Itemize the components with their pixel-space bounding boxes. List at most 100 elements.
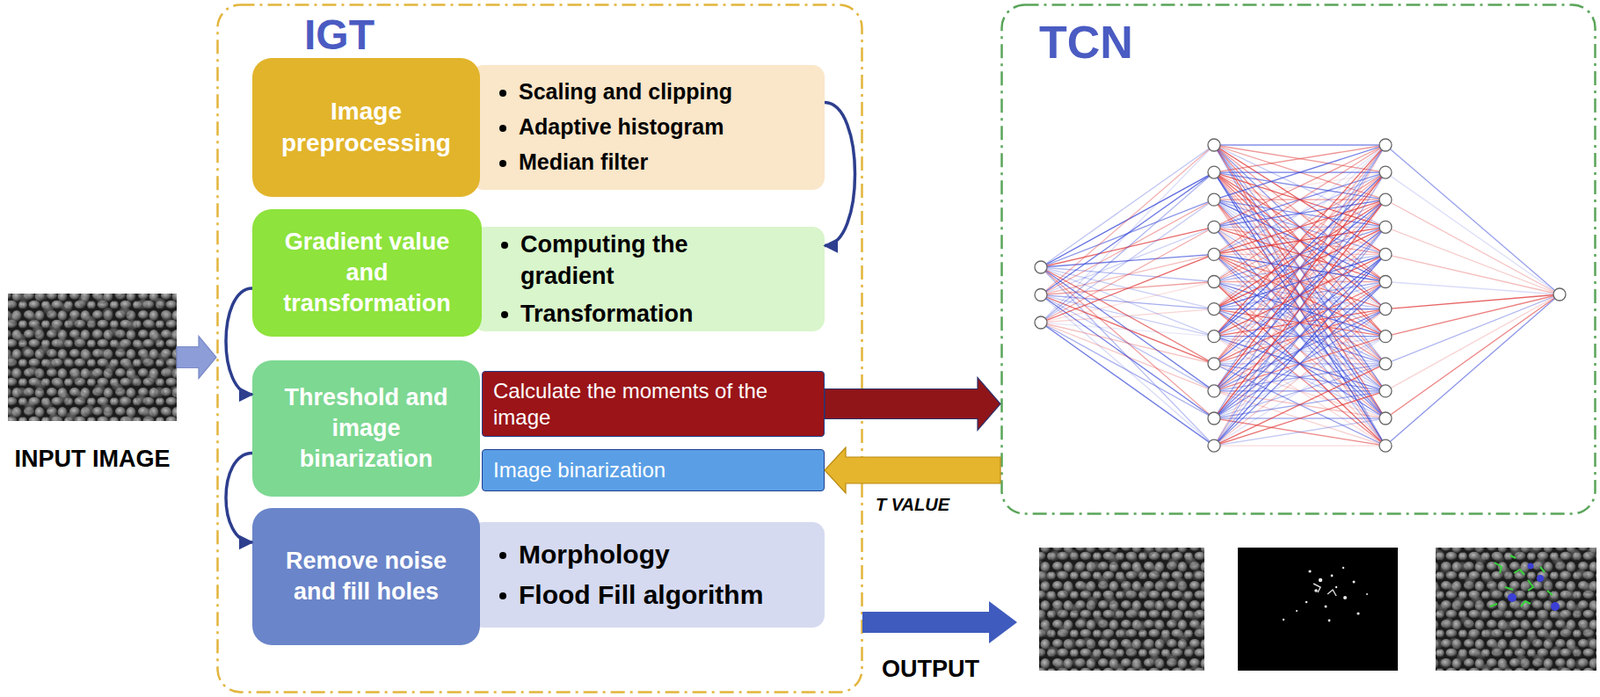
- network-weight: [1214, 390, 1386, 392]
- network-weight: [1385, 294, 1560, 310]
- network-weight: [1214, 199, 1386, 255]
- network-weight: [1040, 282, 1215, 324]
- network-neuron: [1207, 303, 1221, 316]
- network-weight: [1214, 363, 1386, 364]
- neural-network: [1034, 138, 1566, 452]
- network-weight: [1214, 226, 1386, 282]
- network-weight: [1214, 172, 1386, 310]
- image-texture: [1039, 547, 1205, 671]
- flow-arrow: [824, 102, 856, 247]
- network-weight: [1214, 199, 1386, 419]
- network-weight: [1214, 226, 1386, 228]
- network-weight: [1214, 254, 1386, 446]
- network-weight: [1214, 172, 1386, 419]
- network-weight: [1214, 309, 1386, 419]
- network-weight: [1214, 391, 1386, 419]
- network-weight: [1214, 172, 1386, 337]
- network-weight: [1214, 254, 1386, 392]
- network-weight: [1214, 199, 1386, 392]
- network-weight: [1214, 172, 1386, 392]
- network-weight: [1214, 226, 1386, 336]
- network-weight: [1214, 254, 1386, 419]
- stage-box: Remove noise and fill holes: [252, 508, 480, 646]
- network-weight: [1214, 336, 1386, 446]
- network-weight: [1040, 322, 1215, 364]
- network-weight: [1214, 282, 1386, 364]
- panel-title: IGT: [304, 10, 375, 59]
- network-weight: [1214, 363, 1386, 392]
- network-weight: [1214, 145, 1386, 364]
- network-weight: [1214, 199, 1386, 309]
- overlay-marks: [1490, 555, 1553, 607]
- network-weight: [1214, 144, 1386, 146]
- network-weight: [1214, 172, 1386, 392]
- detail-box: Scaling and clippingAdaptive histogramMe…: [471, 65, 825, 190]
- bullet-line: Median filter: [499, 147, 811, 178]
- network-weight: [1214, 282, 1386, 420]
- network-weight: [1214, 336, 1386, 392]
- network-weight: [1040, 322, 1215, 337]
- network-weight: [1214, 145, 1386, 446]
- network-weight: [1214, 226, 1386, 392]
- network-weight: [1214, 418, 1386, 446]
- network-weight: [1214, 172, 1386, 255]
- network-weight: [1214, 336, 1386, 446]
- network-weight: [1214, 145, 1386, 419]
- network-weight: [1214, 145, 1386, 310]
- network-weight: [1040, 199, 1215, 323]
- stage-box: Gradient value and transformation: [252, 209, 482, 337]
- network-neuron: [1379, 247, 1392, 261]
- network-weight: [1040, 322, 1215, 446]
- bullet-line: Morphology: [499, 537, 811, 574]
- network-weight: [1214, 145, 1386, 446]
- network-weight: [1214, 199, 1386, 255]
- network-weight: [1214, 172, 1386, 310]
- network-weight: [1214, 363, 1386, 392]
- network-weight: [1214, 145, 1386, 337]
- network-weight: [1214, 309, 1386, 392]
- network-weight: [1040, 295, 1215, 420]
- edge-label: T VALUE: [875, 494, 950, 516]
- network-weight: [1214, 309, 1386, 364]
- network-weight: [1214, 282, 1386, 337]
- network-neuron: [1379, 193, 1392, 206]
- stage-box: Threshold and image binarization: [252, 360, 480, 497]
- network-weight: [1214, 444, 1386, 446]
- network-weight: [1040, 267, 1215, 392]
- network-weight: [1214, 172, 1386, 364]
- bullet-dot: [499, 160, 507, 168]
- network-neuron: [1379, 166, 1392, 179]
- network-weight: [1214, 391, 1386, 446]
- step-bar: Image binarization: [481, 449, 825, 492]
- network-weight: [1214, 336, 1386, 364]
- network-weight: [1040, 267, 1215, 419]
- block-arrow: [824, 378, 1001, 431]
- network-weight: [1214, 363, 1386, 419]
- network-weight: [1214, 145, 1386, 392]
- network-weight: [1214, 226, 1386, 255]
- network-weight: [1385, 172, 1560, 295]
- network-weight: [1214, 282, 1386, 392]
- network-weight: [1214, 199, 1386, 337]
- network-neuron: [1207, 220, 1221, 233]
- network-weight: [1214, 336, 1386, 419]
- bullet-dot: [501, 241, 509, 249]
- network-weight: [1214, 145, 1386, 310]
- network-weight: [1214, 309, 1386, 447]
- network-weight: [1214, 254, 1386, 364]
- network-weight: [1214, 254, 1386, 419]
- network-weight: [1214, 199, 1386, 392]
- detail-box: MorphologyFlood Fill algorithm: [471, 522, 825, 628]
- network-weight: [1040, 172, 1215, 295]
- flow-arrow: [225, 288, 253, 395]
- network-neuron: [1207, 357, 1221, 371]
- network-weight: [1214, 282, 1386, 364]
- network-weight: [1214, 282, 1386, 392]
- network-weight: [1214, 254, 1386, 255]
- panel-title: TCN: [1039, 15, 1134, 69]
- network-weight: [1214, 199, 1386, 227]
- network-weight: [1040, 254, 1215, 323]
- stage-title: Image preprocessing: [264, 95, 468, 160]
- network-weight: [1214, 199, 1386, 201]
